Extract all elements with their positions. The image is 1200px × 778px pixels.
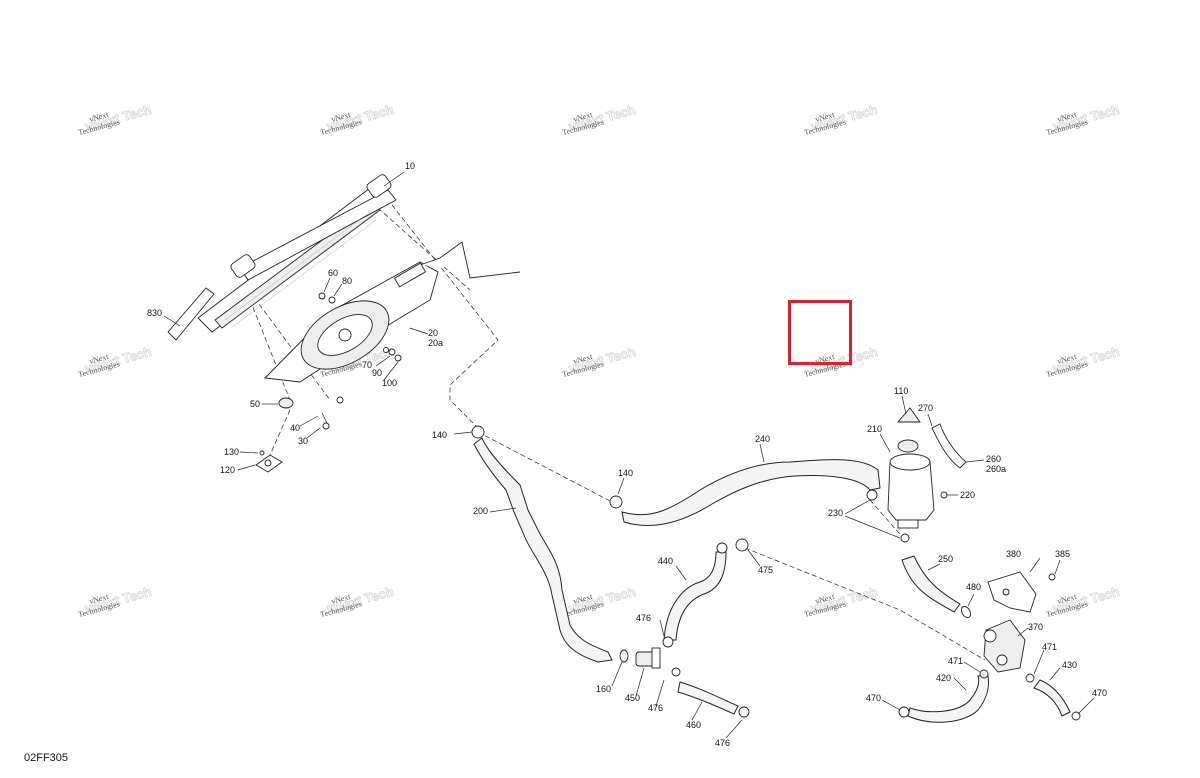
callout-50: 50 bbox=[250, 399, 260, 409]
callout-240: 240 bbox=[755, 434, 770, 444]
thermostat-housing bbox=[983, 619, 1026, 673]
callout-10: 10 bbox=[405, 161, 415, 171]
callout-130: 130 bbox=[224, 447, 239, 457]
callout-476-b: 476 bbox=[648, 703, 663, 713]
callout-270: 270 bbox=[918, 403, 933, 413]
callout-labels: 10 830 60 80 20 20a 70 90 100 50 40 30 1… bbox=[147, 161, 1107, 748]
callout-380: 380 bbox=[1006, 549, 1021, 559]
cap-110 bbox=[897, 407, 921, 423]
clamp-480 bbox=[960, 605, 972, 619]
callout-450: 450 bbox=[625, 693, 640, 703]
tee-fitting-450 bbox=[635, 647, 661, 669]
callout-476-c: 476 bbox=[715, 738, 730, 748]
watermark: vNext Tech vNext Technologies bbox=[1045, 101, 1121, 137]
callout-200: 200 bbox=[473, 506, 488, 516]
watermark: vNext Tech vNext Technologies bbox=[1045, 583, 1121, 619]
callout-385: 385 bbox=[1055, 549, 1070, 559]
hose-430 bbox=[1025, 673, 1081, 721]
callout-420: 420 bbox=[936, 673, 951, 683]
assembly-dashed-lines bbox=[244, 204, 986, 661]
callout-220: 220 bbox=[960, 490, 975, 500]
callout-70: 70 bbox=[362, 360, 372, 370]
radiator-deflector-830 bbox=[167, 287, 215, 341]
callout-140-a: 140 bbox=[432, 430, 447, 440]
hose-460 bbox=[671, 667, 750, 718]
highlight-box bbox=[788, 300, 852, 365]
watermark: vNext Tech vNext Technologies bbox=[803, 101, 879, 137]
coolant-reservoir bbox=[887, 439, 935, 543]
diagram-code: 02FF305 bbox=[24, 752, 69, 764]
watermark: vNext Tech vNext Technologies bbox=[561, 343, 637, 379]
callout-260: 260 bbox=[986, 454, 1001, 464]
callout-20: 20 bbox=[428, 328, 438, 338]
hose-240 bbox=[609, 459, 881, 526]
bracket-380 bbox=[987, 571, 1037, 613]
watermark: vNext Tech vNext Technologies bbox=[561, 583, 637, 619]
watermark-layer: vNext Tech vNext Technologies vNext Tech… bbox=[77, 101, 1121, 619]
callout-470-b: 470 bbox=[1092, 688, 1107, 698]
callout-260a: 260a bbox=[986, 464, 1006, 474]
clamp-160 bbox=[619, 649, 629, 663]
callout-40: 40 bbox=[290, 423, 300, 433]
bracket-120 bbox=[255, 450, 283, 473]
callout-830: 830 bbox=[147, 308, 162, 318]
callout-100: 100 bbox=[382, 378, 397, 388]
hose-200 bbox=[471, 425, 613, 663]
callout-20a: 20a bbox=[428, 338, 443, 348]
callout-30: 30 bbox=[298, 436, 308, 446]
grommet-50 bbox=[278, 397, 294, 409]
bolt-385 bbox=[1048, 573, 1056, 581]
bolt-30-40 bbox=[321, 396, 344, 430]
callout-475: 475 bbox=[758, 565, 773, 575]
watermark: vNext Tech vNext Technologies bbox=[77, 101, 153, 137]
callout-460: 460 bbox=[686, 720, 701, 730]
callout-90: 90 bbox=[372, 368, 382, 378]
watermark: vNext Tech vNext Technologies bbox=[319, 101, 395, 137]
watermark: vNext Tech vNext Technologies bbox=[1045, 343, 1121, 379]
callout-480: 480 bbox=[966, 582, 981, 592]
watermark: vNext Tech vNext Technologies bbox=[77, 583, 153, 619]
watermark: vNext Tech vNext Technologies bbox=[77, 343, 153, 379]
callout-120: 120 bbox=[220, 465, 235, 475]
callout-440: 440 bbox=[658, 556, 673, 566]
callout-470-a: 470 bbox=[866, 693, 881, 703]
callout-471-a: 471 bbox=[948, 656, 963, 666]
callout-471-b: 471 bbox=[1042, 642, 1057, 652]
callout-476-a: 476 bbox=[636, 613, 651, 623]
watermark: vNext Tech vNext Technologies bbox=[803, 583, 879, 619]
callout-160: 160 bbox=[596, 684, 611, 694]
callout-430: 430 bbox=[1062, 660, 1077, 670]
watermark: vNext Tech vNext Technologies bbox=[319, 583, 395, 619]
leader-lines bbox=[163, 171, 1095, 739]
fan-shroud bbox=[264, 241, 521, 383]
hose-420 bbox=[898, 669, 989, 723]
hose-440 bbox=[662, 542, 728, 648]
radiator bbox=[197, 174, 397, 333]
callout-140-b: 140 bbox=[618, 468, 633, 478]
hardware-60-80 bbox=[318, 292, 402, 362]
watermark: vNext Tech vNext Technologies bbox=[561, 101, 637, 137]
callout-80: 80 bbox=[342, 276, 352, 286]
strap-260 bbox=[931, 423, 967, 469]
callout-110: 110 bbox=[894, 386, 908, 396]
clamp-475 bbox=[735, 538, 749, 552]
callout-250: 250 bbox=[938, 554, 953, 564]
callout-210: 210 bbox=[867, 424, 882, 434]
callout-230: 230 bbox=[828, 508, 843, 518]
hose-250 bbox=[901, 555, 961, 613]
callout-370: 370 bbox=[1028, 622, 1043, 632]
radiator-core-hatch bbox=[224, 211, 377, 329]
callout-60: 60 bbox=[328, 268, 338, 278]
